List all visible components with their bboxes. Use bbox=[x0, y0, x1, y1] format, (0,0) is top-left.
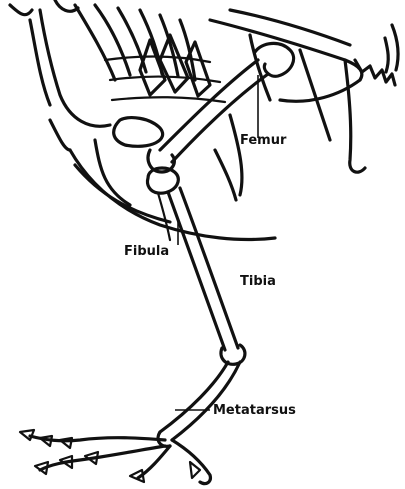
pelvis bbox=[210, 10, 398, 200]
ribcage bbox=[10, 0, 225, 126]
tibia-bone bbox=[147, 168, 244, 364]
fibula-bone bbox=[158, 193, 170, 240]
label-tibia: Tibia bbox=[240, 274, 276, 289]
label-femur: Femur bbox=[240, 133, 287, 148]
label-metatarsus: Metatarsus bbox=[213, 403, 296, 418]
femur-bone bbox=[148, 43, 294, 172]
foot-toes bbox=[20, 430, 210, 484]
label-fibula: Fibula bbox=[124, 244, 169, 259]
